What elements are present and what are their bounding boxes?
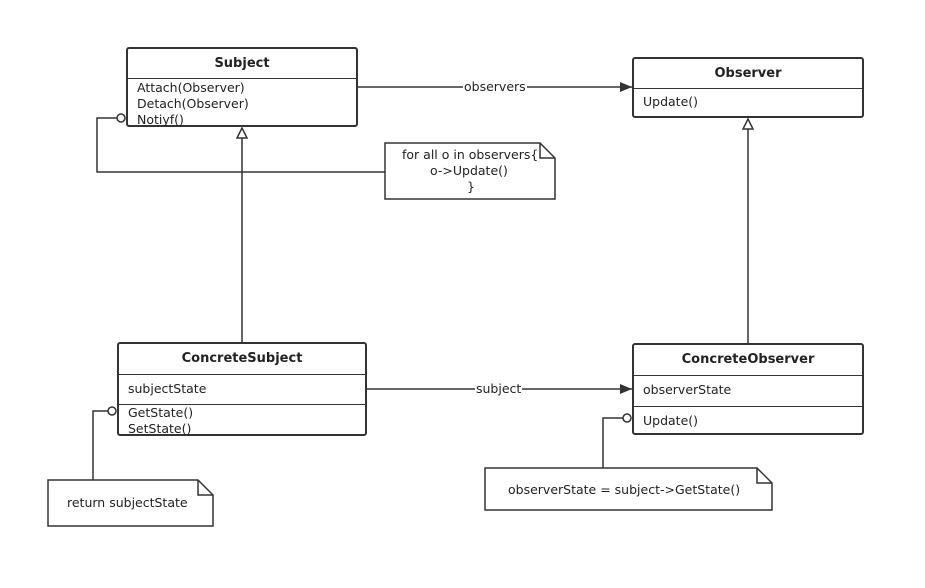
notify-note-shape: [384, 142, 556, 200]
operations-compartment: Update(): [634, 89, 862, 110]
operation-update: Update(): [643, 94, 699, 109]
subject-class[interactable]: Subject Attach(Observer) Detach(Observer…: [126, 47, 358, 127]
operation-detach: Detach(Observer): [137, 96, 249, 111]
concrete-observer-class[interactable]: ConcreteObserver observerState Update(): [632, 343, 864, 435]
notify-note-anchor: [96, 117, 385, 173]
update-note-anchor: [602, 417, 623, 468]
operation-get-state: GetState(): [128, 405, 194, 420]
attributes-compartment: subjectState: [119, 375, 365, 405]
notify-anchor-circle: [116, 113, 126, 123]
class-name: Observer: [634, 59, 862, 89]
observer-class[interactable]: Observer Update(): [632, 57, 864, 118]
update-note-shape: [484, 467, 773, 511]
note-line: o->Update(): [430, 163, 508, 178]
concrete-subject-class[interactable]: ConcreteSubject subjectState GetState() …: [117, 342, 367, 436]
operation-set-state: SetState(): [128, 421, 192, 436]
note-line: }: [467, 179, 475, 194]
attributes-compartment: observerState: [634, 376, 862, 407]
note-line: for all o in observers{: [402, 147, 539, 162]
operation-attach: Attach(Observer): [137, 80, 245, 95]
class-name: Subject: [128, 49, 356, 79]
operations-compartment: Attach(Observer) Detach(Observer) Notiyf…: [128, 79, 356, 128]
class-name: ConcreteSubject: [119, 344, 365, 375]
operations-compartment: Update(): [634, 407, 862, 429]
attribute-subject-state: subjectState: [128, 381, 207, 396]
subject-association-label: subject: [475, 381, 523, 396]
get-state-note-anchor: [92, 410, 108, 480]
note-line: observerState = subject->GetState(): [508, 482, 741, 497]
operation-update: Update(): [643, 413, 699, 428]
get-state-anchor-circle: [107, 406, 117, 416]
class-name: ConcreteObserver: [634, 345, 862, 376]
operation-notify: Notiyf(): [137, 112, 184, 127]
update-anchor-circle: [622, 413, 632, 423]
observers-association-label: observers: [463, 79, 527, 94]
attribute-observer-state: observerState: [643, 382, 732, 397]
operations-compartment: GetState() SetState(): [119, 405, 365, 437]
note-line: return subjectState: [67, 495, 188, 510]
get-state-note-shape: [47, 479, 214, 527]
